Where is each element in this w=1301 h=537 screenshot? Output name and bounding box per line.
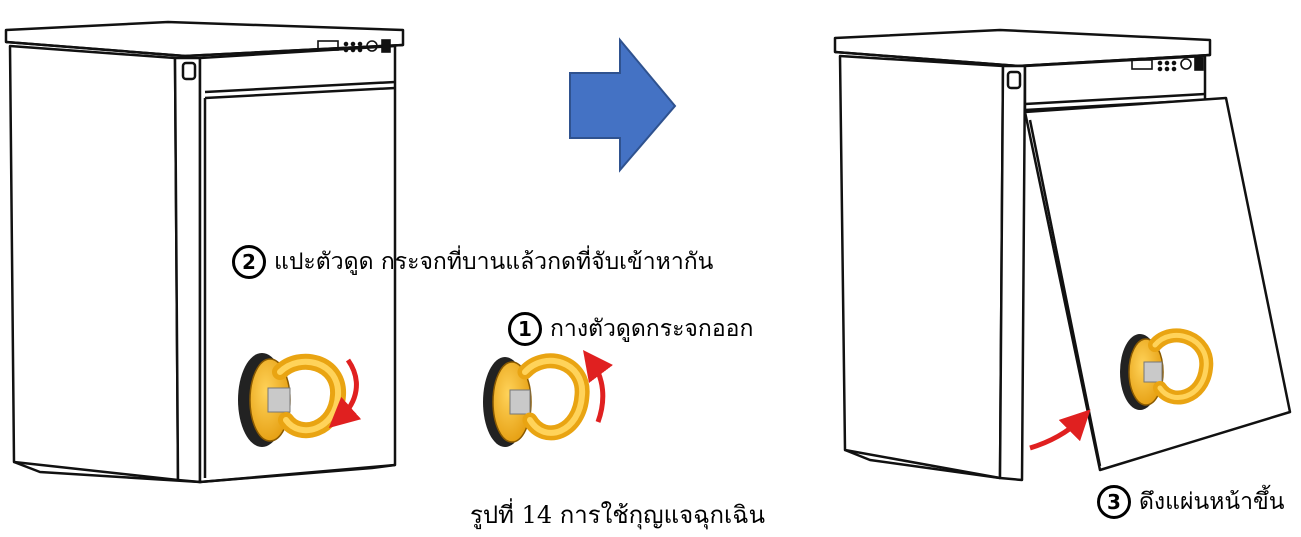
control-panel-icon (317, 39, 391, 53)
figure-caption: รูปที่ 14 การใช้กุญแจฉุกเฉิน (470, 501, 765, 529)
suction-cup-icon (483, 353, 590, 447)
step-1-marker: 1 (508, 312, 542, 346)
suction-cup-icon (1120, 328, 1214, 410)
rotate-arrow-icon (328, 358, 362, 428)
suction-cup-icon (238, 353, 346, 447)
step-2-marker: 2 (232, 245, 266, 279)
rotate-arrow-icon (583, 349, 613, 423)
step-2-label: 2 แปะตัวดูด กระจกที่บานแล้วกดที่จับเข้าหา… (232, 244, 713, 280)
control-panel-icon (1131, 57, 1204, 72)
step-3-label: 3 ดึงแผ่นหน้าขึ้น (1097, 484, 1284, 520)
step-3-text: ดึงแผ่นหน้าขึ้น (1139, 489, 1285, 515)
rotate-arrow-icon (1029, 409, 1091, 451)
step-3-marker: 3 (1097, 485, 1131, 519)
step-2-text: แปะตัวดูด กระจกที่บานแล้วกดที่จับเข้าหาก… (274, 249, 714, 275)
process-arrow-icon (569, 37, 677, 173)
step-1-label: 1 กางตัวดูดกระจกออก (508, 311, 753, 347)
step-1-text: กางตัวดูดกระจกออก (550, 316, 754, 342)
cabinet-open (833, 28, 1292, 482)
